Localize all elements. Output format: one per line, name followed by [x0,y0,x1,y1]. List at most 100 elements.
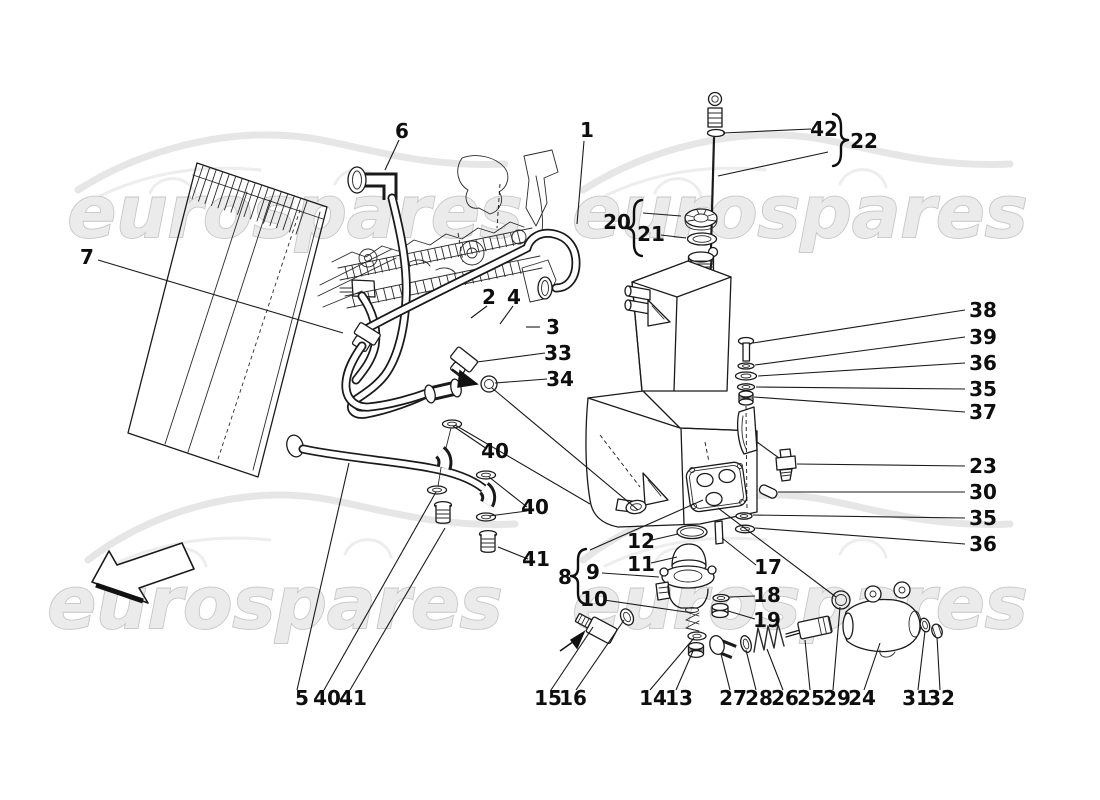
callout-40: 40 [481,439,509,463]
leader-line-36 [757,362,966,377]
leader-line-41 [349,527,446,691]
hose-coupler [424,378,462,404]
callout-11: 11 [627,552,655,576]
callout-17: 17 [754,555,782,579]
leader-line-29 [832,606,841,691]
leader-line-6 [384,139,400,171]
hose6-elbow-fitting [347,166,398,200]
valve-housing-24 [842,581,922,658]
leader-line-12 [651,533,679,541]
callout-18: 18 [753,583,781,607]
leader-line-37 [753,396,966,413]
leader-line-15 [550,626,594,691]
callout-40: 40 [521,495,549,519]
leader-line-40 [488,476,528,508]
callout-26: 26 [771,686,799,710]
nut-32 [931,623,943,639]
callout-20: 20 [603,210,631,234]
callout-28: 28 [745,686,773,710]
leader-line-16 [575,619,625,691]
leader-line-13 [675,650,694,691]
nut-37 [738,390,754,406]
leader-line-24 [863,642,881,691]
leader-line-40 [488,510,528,517]
leader-line-5 [296,462,350,691]
leader-line-40 [452,425,488,450]
watermark-text: eurospares [47,561,502,645]
leader-line-40 [323,491,437,691]
spring-10 [685,607,700,632]
callout-19: 19 [753,608,781,632]
callout-12: 12 [627,529,655,553]
callout-39: 39 [969,325,997,349]
watermark-text: eurospares [572,170,1027,254]
callout-24: 24 [848,686,876,710]
hose-mount-grommets [426,419,498,553]
leader-line-41 [497,546,529,560]
leader-line-35 [752,514,966,519]
callout-23: 23 [969,454,997,478]
tank-fastener-stack [734,336,758,534]
callout-38: 38 [969,298,997,322]
leader-line-14 [649,637,695,691]
callout-37: 37 [969,400,997,424]
callout-5: 5 [295,686,309,710]
leader-line-25 [804,639,811,691]
leader-line-42 [722,128,812,134]
callout-36: 36 [969,351,997,375]
callout-8: 8 [558,565,572,589]
filler-gasket-21 [686,232,718,246]
leader-line-2 [470,305,488,319]
callout-9: 9 [586,560,600,584]
washer-14 [687,631,707,641]
grommet-stack-left [426,419,463,524]
assembly-line [454,424,591,505]
leader-line-17 [721,537,757,566]
assembly-alignment-lines [454,387,837,598]
leader-line-22 [717,151,829,177]
nut-19 [711,602,729,619]
plunger-25 [785,615,833,640]
leader-line-28 [745,649,757,691]
callout-30: 30 [969,480,997,504]
oil-radiator [127,162,376,478]
brace-22 [831,112,850,168]
oil-pressure-valve-parts [709,581,943,659]
callout-33: 33 [544,341,572,365]
callout-36: 36 [969,532,997,556]
callout-25: 25 [797,686,825,710]
assembly-direction-arrow-icon [451,368,479,388]
leader-line-34 [494,378,548,384]
assembly-line [589,499,704,551]
car-silhouette-top-right [579,131,1014,198]
assembly-line [717,507,837,598]
leader-line-35 [755,386,966,390]
callout-1: 1 [580,118,594,142]
assembly-line [491,387,639,511]
washer-18 [712,593,730,603]
callout-31: 31 [902,686,930,710]
callout-3: 3 [546,315,560,339]
dipstick-seal-42 [706,128,726,138]
callout-14: 14 [639,686,667,710]
pin-17 [714,520,724,545]
callout-42: 42 [810,117,838,141]
filler-cap-20 [684,208,718,228]
callout-34: 34 [546,367,574,391]
spring-26 [753,623,785,653]
hose5-lower [286,434,488,493]
assembly-line [756,441,780,459]
callout-2: 2 [482,285,496,309]
callout-22: 22 [850,129,878,153]
grommet-stack-right [475,470,498,553]
leader-line-36 [754,527,966,545]
braces [569,112,850,606]
leader-line-7 [97,259,344,334]
leader-line-11 [650,556,678,564]
temperature-sensor-23 [775,448,797,482]
oil-hoses [286,166,581,493]
hose1-u-bend [363,228,581,333]
callout-41: 41 [339,686,367,710]
dome-11 [671,543,707,573]
